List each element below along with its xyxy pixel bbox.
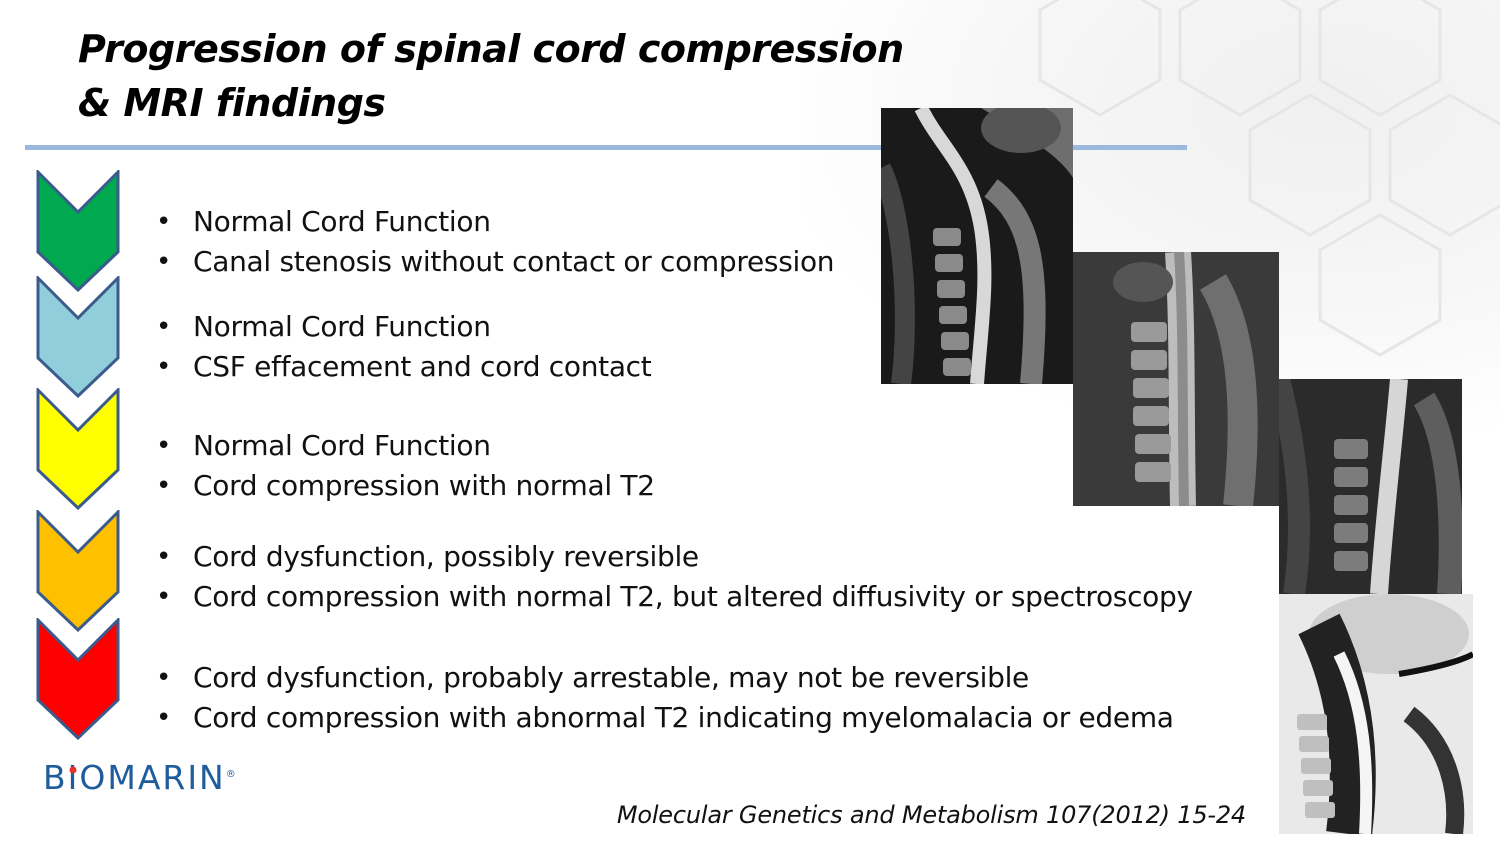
bullet-item: •Cord dysfunction, probably arrestable, … xyxy=(156,661,1029,694)
mri-image-3 xyxy=(1279,379,1462,594)
chevron-down-icon xyxy=(36,618,120,740)
logo-i-mark: I xyxy=(67,758,80,797)
hexagon-pattern xyxy=(1038,0,1500,357)
chevron-down-icon xyxy=(36,170,120,292)
bullet-item: •Normal Cord Function xyxy=(156,310,491,343)
bullet-item: •Normal Cord Function xyxy=(156,429,491,462)
stage-4-bullets: •Cord dysfunction, possibly reversible •… xyxy=(156,537,1193,617)
citation: Molecular Genetics and Metabolism 107(20… xyxy=(616,801,1246,829)
stage-5-bullets: •Cord dysfunction, probably arrestable, … xyxy=(156,658,1174,738)
bullet-item: •Cord dysfunction, possibly reversible xyxy=(156,540,699,573)
stage-3-bullets: •Normal Cord Function •Cord compression … xyxy=(156,426,655,506)
bullet-item: •Normal Cord Function xyxy=(156,205,491,238)
bullet-item: •Cord compression with abnormal T2 indic… xyxy=(156,701,1174,734)
stage-1-bullets: •Normal Cord Function •Canal stenosis wi… xyxy=(156,202,835,282)
mri-image-1 xyxy=(881,108,1073,384)
bullet-item: •Cord compression with normal T2, but al… xyxy=(156,580,1193,613)
chevron-down-icon xyxy=(36,388,120,510)
mri-image-2 xyxy=(1073,252,1279,506)
title-underline xyxy=(25,145,1187,150)
chevron-down-icon xyxy=(36,510,120,632)
title-line-2: & MRI findings xyxy=(78,81,386,125)
bullet-item: •Cord compression with normal T2 xyxy=(156,469,655,502)
title-line-1: Progression of spinal cord compression xyxy=(78,27,904,71)
slide-title: Progression of spinal cord compression &… xyxy=(78,22,904,130)
chevron-down-icon xyxy=(36,276,120,398)
mri-image-4 xyxy=(1279,594,1473,834)
bullet-item: •CSF effacement and cord contact xyxy=(156,350,652,383)
stage-2-bullets: •Normal Cord Function •CSF effacement an… xyxy=(156,307,652,387)
bullet-item: •Canal stenosis without contact or compr… xyxy=(156,245,835,278)
